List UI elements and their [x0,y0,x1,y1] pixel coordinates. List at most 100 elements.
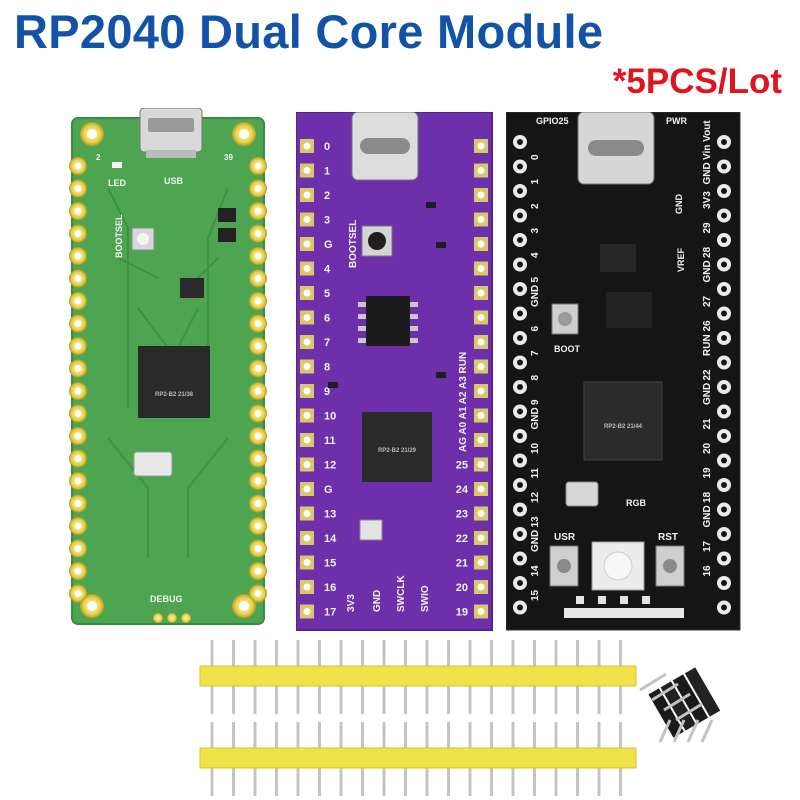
pin-label: 21 [456,558,468,570]
pin-label: 16 [702,565,713,577]
header-strip [199,747,637,769]
pin-label: 28 [702,246,713,258]
pin-label: 13 [530,516,541,528]
bottom-pin-label: 3V3 [346,594,357,612]
pin-label: 2 [530,203,541,209]
pin-label: 14 [324,533,337,545]
black-rgb-label: RGB [626,498,647,508]
pin-label: 17 [324,607,336,619]
product-subtitle: *5PCS/Lot [612,62,782,101]
bottom-pin-label: GND [372,590,383,612]
green-debug-label: DEBUG [150,594,183,604]
pin-label: GND [702,505,713,527]
pin-label: 24 [456,484,469,496]
pin-label: 15 [530,589,541,601]
svg-text:RP2-B2 21/29: RP2-B2 21/29 [378,448,417,454]
black-rst-label: RST [658,532,678,543]
pin-label: 8 [530,375,541,381]
pin-label: 17 [702,540,713,552]
pin-label: 3 [530,228,541,234]
pin-label: GND [702,162,713,184]
header-strip [199,665,637,687]
green-pin-first: 2 [96,153,101,162]
small-header [639,667,721,743]
pin-label: 15 [324,558,336,570]
black-gnd-top-label: GND [674,194,684,215]
pin-label: 18 [702,491,713,503]
green-led-label: LED [108,178,127,188]
pin-label: 10 [530,442,541,454]
pin-label: 0 [530,154,541,160]
pin-label: 14 [530,565,541,577]
pin-label: GND [530,530,541,552]
pin-label: 8 [324,362,330,374]
bottom-pin-label: SWIO [420,585,431,612]
black-pwr-label: PWR [666,116,687,126]
pin-label: 2 [324,190,330,202]
pin-label: 16 [324,582,336,594]
pin-label: 19 [702,467,713,479]
pin-label: G [324,484,333,496]
svg-text:RP2-B2 21/44: RP2-B2 21/44 [604,424,643,430]
pin-label: 6 [530,326,541,332]
black-vref-label: VREF [676,247,686,272]
pin-label: 7 [324,337,330,349]
pin-label: GND [530,407,541,429]
pin-label: RUN [702,334,713,356]
pin-label: 11 [530,467,541,478]
pin-label: 11 [324,435,336,447]
purple-analog-labels: AG A0 A1 A2 A3 RUN [458,352,469,452]
pin-label: 4 [530,252,541,258]
pin-label: GND [702,260,713,282]
pin-label: 19 [456,607,468,619]
pin-label: 26 [702,320,713,332]
pin-label: 10 [324,411,336,423]
black-gpio25-label: GPIO25 [536,116,569,126]
pin-label: 21 [702,418,713,430]
pin-label: 3V3 [702,191,713,209]
pin-label: 20 [456,582,468,594]
rp2040-chip [362,412,432,482]
pin-label: 7 [530,350,541,356]
pin-label: 13 [324,509,336,521]
pin-label: 5 [530,277,541,283]
pin-label: 4 [324,264,331,276]
purple-right-pins: 25 24 23 22 21 20 19 [456,139,488,619]
pin-label: G [324,239,333,251]
green-board: RP2-B2 21/38 LED USB 2 39 BOOTSEL DEBUG [69,108,267,625]
pin-label: 23 [456,509,468,521]
rp2040-chip [583,381,663,461]
pin-label: GND [530,285,541,307]
pin-label: 22 [456,533,468,545]
header-strips [199,640,637,796]
pin-label: 25 [456,460,468,472]
pin-label: 6 [324,313,330,325]
black-right-pins: Vin VoutGND3V32928GND2726RUN22GND2120191… [702,120,731,615]
pin-label: 20 [702,442,713,454]
svg-text:RP2-B2 21/38: RP2-B2 21/38 [155,392,194,398]
rp2040-chip [138,346,210,418]
led [112,162,122,168]
pin-label: 27 [702,295,713,307]
black-usr-label: USR [554,532,576,543]
black-boot-label: BOOT [554,344,581,354]
pin-label: 29 [702,222,713,234]
green-usb-label: USB [164,176,184,186]
green-bootsel-label: BOOTSEL [114,214,124,258]
purple-bootsel-label: BOOTSEL [348,220,359,268]
pin-label: 3 [324,215,330,227]
pin-label: 5 [324,288,330,300]
pin-label: 9 [530,399,541,405]
pin-label: 0 [324,141,330,153]
green-pin-last: 39 [224,153,233,162]
product-title: RP2040 Dual Core Module [14,5,604,58]
pin-label: 22 [702,369,713,381]
pin-label: 1 [530,179,541,185]
pin-label: 12 [530,491,541,503]
pin-label: 9 [324,386,330,398]
pin-label: Vin Vout [702,120,713,160]
